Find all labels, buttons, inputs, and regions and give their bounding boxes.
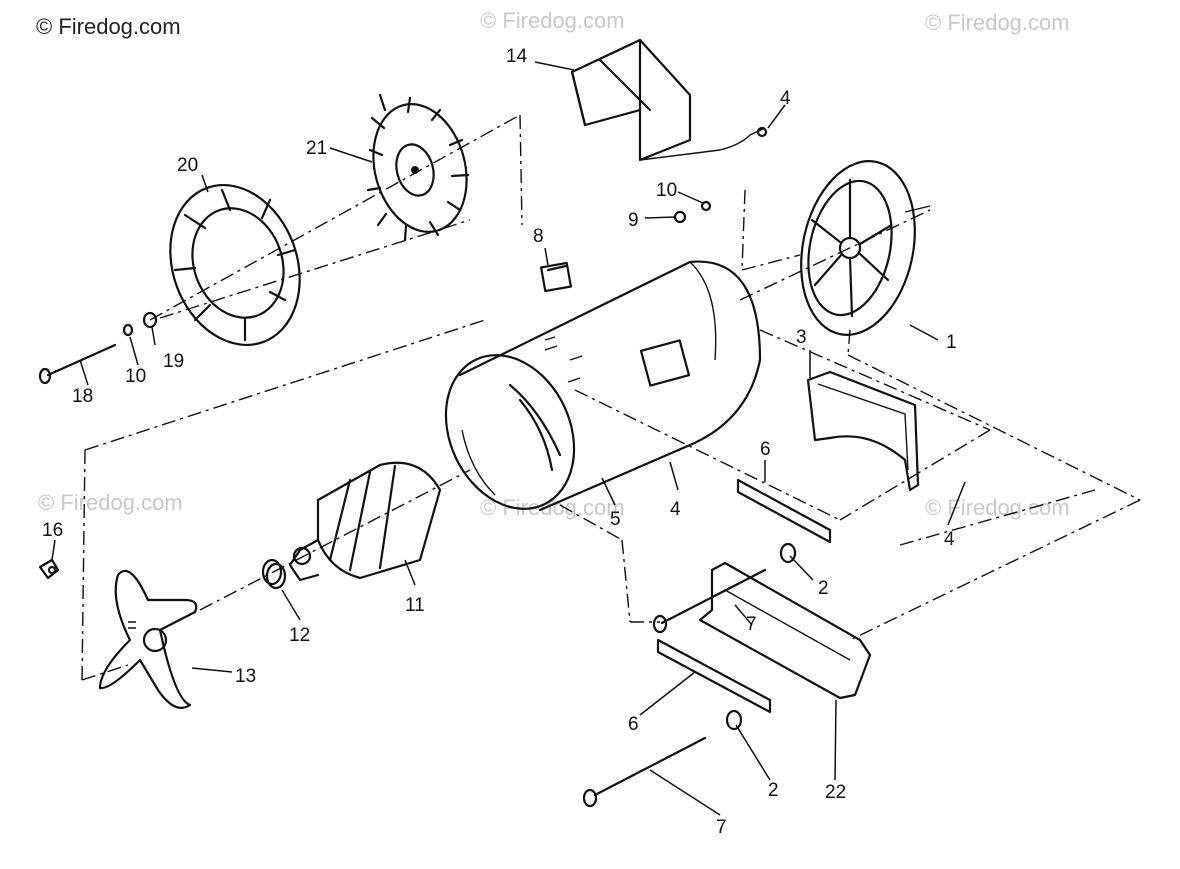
clip-part-16 xyxy=(38,558,60,580)
strap-upper-part-6 xyxy=(736,478,832,544)
handle-part-13 xyxy=(98,569,198,709)
washer-parts-10-19-left xyxy=(122,311,158,337)
callout-6-lower: 6 xyxy=(628,714,639,735)
hardware-parts-9-10 xyxy=(673,126,768,224)
watermark-top-center: © Firedog.com xyxy=(480,8,625,33)
cover-part-14 xyxy=(570,38,766,162)
callout-16: 16 xyxy=(42,520,63,541)
callout-leaders xyxy=(51,61,966,816)
watermark-mid-right: © Firedog.com xyxy=(925,495,1070,520)
rod-lower-part-7 xyxy=(582,736,707,808)
callout-10-left: 10 xyxy=(125,366,146,387)
callout-14: 14 xyxy=(506,46,528,67)
callout-4-top: 4 xyxy=(780,88,791,109)
bracket-part-3 xyxy=(806,370,920,492)
callout-1: 1 xyxy=(946,332,957,353)
callout-13: 13 xyxy=(235,666,256,687)
callout-3: 3 xyxy=(796,327,807,348)
strap-lower-part-6 xyxy=(656,638,772,714)
switch-part-8 xyxy=(540,261,572,293)
nut-parts-2 xyxy=(725,542,797,731)
watermark-top-right: © Firedog.com xyxy=(925,10,1070,35)
fan-part-21 xyxy=(366,93,470,242)
callout-6-upper: 6 xyxy=(760,439,771,460)
callout-20: 20 xyxy=(177,155,198,176)
callout-22: 22 xyxy=(825,782,846,803)
watermark-mid-left: © Firedog.com xyxy=(38,490,183,515)
callout-9: 9 xyxy=(628,210,639,231)
armature-part-11 xyxy=(288,461,442,582)
callout-10-right: 10 xyxy=(656,180,677,201)
housing-part-5 xyxy=(444,260,762,512)
callout-2-lower: 2 xyxy=(768,780,779,801)
callout-8: 8 xyxy=(533,226,544,247)
shroud-ring-part-20 xyxy=(169,183,301,347)
callout-4-middle: 4 xyxy=(670,499,681,520)
watermark-top-left: © Firedog.com xyxy=(36,14,181,39)
callout-7-lower: 7 xyxy=(716,817,727,838)
bolt-part-18 xyxy=(38,343,117,385)
base-part-22 xyxy=(698,561,872,700)
bearing-part-12 xyxy=(261,558,287,590)
end-bell-part-1 xyxy=(800,160,931,336)
callout-21: 21 xyxy=(306,138,327,159)
callout-18: 18 xyxy=(72,386,93,407)
callout-4-right: 4 xyxy=(944,529,955,550)
callout-7-upper: 7 xyxy=(746,614,757,635)
callout-11: 11 xyxy=(405,595,425,616)
assembly-centerlines xyxy=(81,114,1141,681)
rod-upper-part-7 xyxy=(652,568,767,634)
callout-2-upper: 2 xyxy=(818,578,829,599)
callout-19: 19 xyxy=(163,351,184,372)
callout-labels: 1 2 2 3 4 4 4 5 6 6 7 7 8 9 10 10 11 12 … xyxy=(42,46,957,838)
callout-5: 5 xyxy=(610,509,621,530)
callout-12: 12 xyxy=(289,625,310,646)
